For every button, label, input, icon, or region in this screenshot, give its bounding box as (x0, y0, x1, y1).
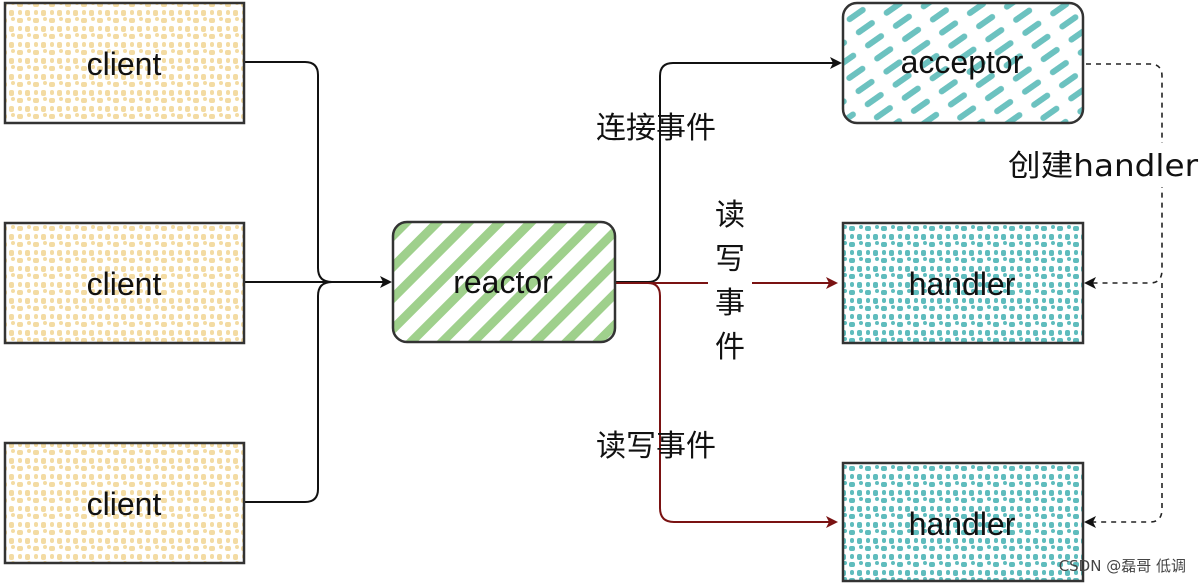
rw-event-label: 读写事件 (596, 429, 716, 464)
client-3-label: client (87, 486, 162, 522)
rw-event-char-2: 写 (715, 242, 745, 277)
create-handler-edges (1084, 63, 1163, 528)
acceptor-label: acceptor (901, 44, 1024, 80)
client-node-3: client (3, 441, 246, 565)
handler-1-label: handler (909, 266, 1016, 302)
edge-client-1-to-reactor (244, 61, 333, 283)
rw-event-vertical-label: 读 写 事 件 (708, 192, 752, 365)
rw-event-char-3: 事 (715, 286, 745, 321)
handler-node-2: handler (841, 461, 1085, 583)
client-1-label: client (87, 46, 162, 82)
watermark: CSDN @磊哥 低调 (1059, 557, 1186, 575)
create-handler-label-group: 创建handler (1006, 143, 1200, 187)
rw-event-char-1: 读 (715, 198, 745, 233)
reactor-label: reactor (453, 264, 553, 300)
acceptor-node: acceptor (841, 1, 1085, 125)
edge-reactor-to-handler-2 (647, 282, 838, 528)
handler-2-label: handler (909, 506, 1016, 542)
client-node-1: client (3, 1, 246, 125)
client-2-label: client (87, 266, 162, 302)
handler-node-1: handler (841, 221, 1085, 345)
rw-event-char-4: 件 (715, 330, 745, 365)
edge-client-3-to-reactor (244, 281, 333, 503)
edge-reactor-to-acceptor (615, 57, 842, 283)
client-node-2: client (3, 221, 246, 345)
client-to-reactor-edges (244, 61, 392, 503)
connect-event-label: 连接事件 (596, 111, 716, 146)
create-handler-label: 创建handler (1008, 149, 1199, 184)
reactor-node: reactor (391, 220, 617, 344)
edge-acceptor-to-handler-2 (1084, 283, 1163, 528)
